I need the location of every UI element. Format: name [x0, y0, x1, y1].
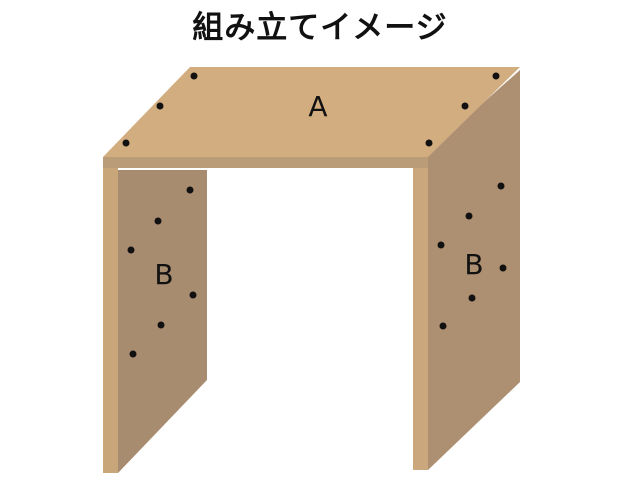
screw-hole [425, 139, 433, 147]
left-side-panel [103, 157, 207, 473]
screw-hole [492, 72, 500, 80]
screw-hole [465, 212, 473, 220]
screw-hole [189, 291, 197, 299]
top-panel-surface [103, 67, 520, 157]
right-panel-face [428, 70, 520, 470]
top-panel [103, 67, 520, 168]
screw-hole [190, 72, 198, 80]
left-panel-face [118, 170, 207, 473]
screw-hole [129, 350, 137, 358]
screw-hole [157, 321, 165, 329]
screw-hole [186, 186, 194, 194]
left-panel-screw-holes [127, 186, 197, 358]
screw-hole [497, 182, 505, 190]
top-panel-front-edge [103, 157, 428, 168]
left-panel-label: B [154, 258, 173, 291]
right-panel-label: B [464, 248, 483, 281]
screw-hole [437, 241, 445, 249]
screw-hole [439, 322, 447, 330]
right-panel-screw-holes [437, 182, 507, 330]
top-panel-screw-holes [122, 72, 500, 147]
left-panel-front-edge [103, 157, 118, 473]
screw-hole [468, 294, 476, 302]
right-side-panel [413, 70, 520, 470]
right-panel-front-edge [413, 167, 428, 470]
screw-hole [156, 102, 164, 110]
screw-hole [461, 102, 469, 110]
screw-hole [499, 264, 507, 272]
screw-hole [127, 246, 135, 254]
screw-hole [154, 217, 162, 225]
screw-hole [122, 139, 130, 147]
top-panel-label: A [308, 90, 327, 123]
diagram-title: 組み立てイメージ [192, 10, 448, 46]
